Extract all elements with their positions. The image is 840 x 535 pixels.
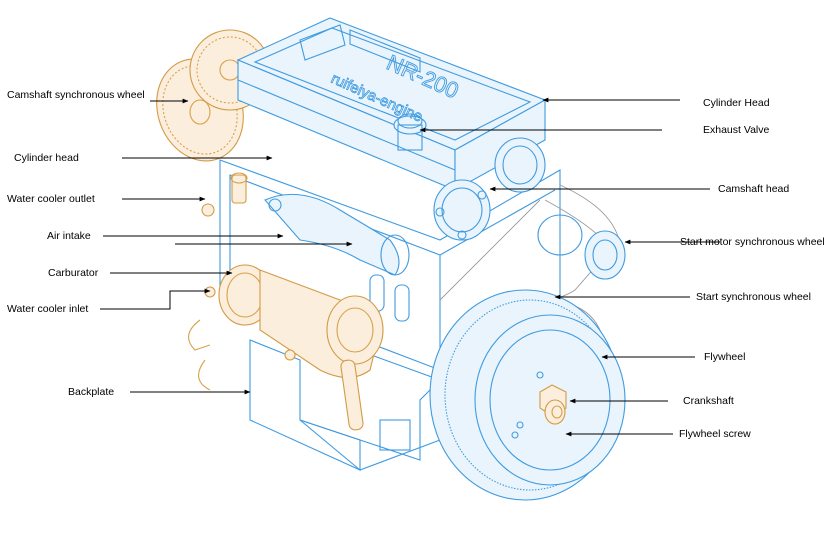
label-flywheel-screw: Flywheel screw: [679, 428, 751, 440]
label-carburator: Carburator: [48, 267, 99, 279]
leader-water-cooler-inlet: [100, 288, 211, 310]
leader-lines: [100, 97, 720, 437]
carburator-part: [188, 172, 384, 431]
label-cylinder-head-right: Cylinder Head: [703, 97, 770, 109]
flywheel-part: [429, 289, 626, 501]
label-water-cooler-outlet: Water cooler outlet: [7, 193, 95, 205]
label-camshaft-head: Camshaft head: [718, 183, 790, 195]
label-air-intake: Air intake: [47, 230, 91, 242]
label-exhaust-valve: Exhaust Valve: [703, 124, 770, 136]
start-motor-synchronous-wheel-part: [537, 214, 626, 280]
label-crankshaft: Crankshaft: [683, 395, 734, 407]
label-start-motor-synchronous-wheel: Start motor synchronous wheel: [680, 236, 825, 248]
label-cylinder-head-left: Cylinder head: [14, 152, 79, 164]
label-flywheel: Flywheel: [704, 351, 746, 363]
label-start-synchronous-wheel: Start synchronous wheel: [696, 291, 811, 303]
camshaft-synchronous-wheel-part: [156, 29, 271, 162]
label-backplate: Backplate: [68, 386, 115, 398]
label-water-cooler-inlet: Water cooler inlet: [7, 303, 89, 315]
cylinder-block-part: [219, 137, 561, 381]
label-camshaft-synchronous-wheel: Camshaft synchronous wheel: [7, 89, 145, 101]
